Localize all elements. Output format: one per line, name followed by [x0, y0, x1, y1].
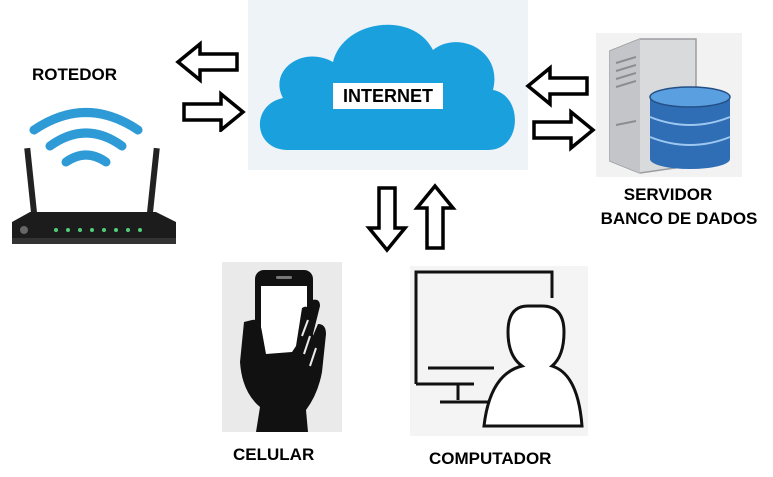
- internet-server-arrows: [525, 64, 596, 152]
- computer-image: [410, 266, 588, 436]
- arrow-left-icon: [525, 64, 589, 108]
- arrow-up-icon: [413, 183, 457, 250]
- hand-holding-phone-icon: [240, 270, 326, 432]
- computer-label: COMPUTADOR: [429, 449, 552, 468]
- internet-devices-arrows: [365, 183, 457, 253]
- internet-label: INTERNET: [343, 86, 433, 106]
- internet-label-box: [333, 83, 443, 109]
- router-image: [4, 100, 182, 252]
- router-label: ROTEDOR: [32, 65, 117, 84]
- server-label-line1: SERVIDOR: [623, 185, 713, 204]
- arrow-right-icon: [532, 108, 596, 152]
- arrow-down-icon: [365, 186, 409, 253]
- phone-label: CELULAR: [233, 445, 315, 464]
- user-at-monitor-icon: [414, 270, 584, 428]
- database-server-icon: [609, 38, 731, 174]
- phone-image: [222, 262, 342, 432]
- arrow-right-icon: [182, 90, 246, 132]
- arrow-left-icon: [175, 40, 239, 84]
- server-image: [596, 33, 742, 177]
- server-label-line2: BANCO DE DADOS: [600, 209, 758, 228]
- router-internet-arrows: [175, 40, 246, 132]
- wifi-router-icon: [12, 108, 176, 244]
